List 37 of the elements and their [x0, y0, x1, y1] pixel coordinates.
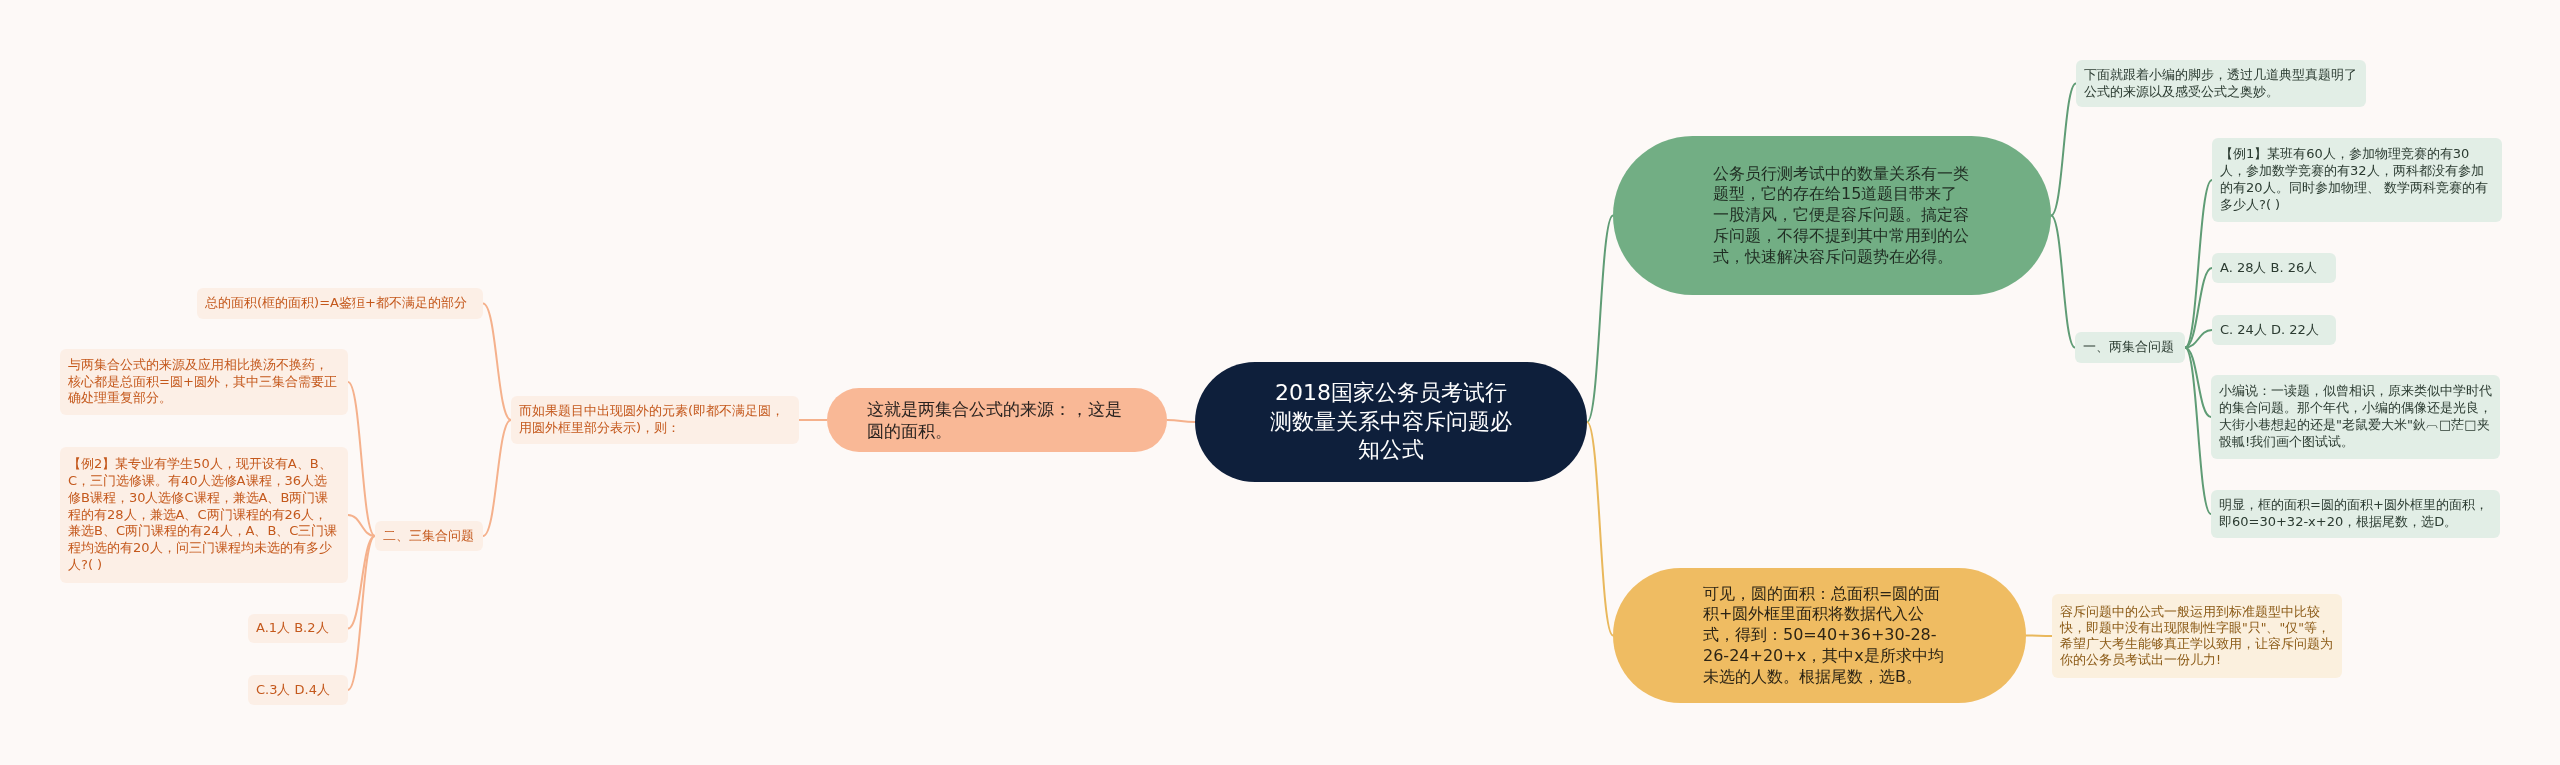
connector [482, 302, 512, 421]
connector [2025, 634, 2053, 637]
text-box: 一、两集合问题 [2075, 332, 2185, 363]
connector [2184, 346, 2212, 418]
connector [1586, 214, 1614, 423]
text-box: 下面就跟着小编的脚步，透过几道典型真题明了公式的来源以及感受公式之奥妙。 [2076, 60, 2366, 107]
connector [347, 381, 376, 537]
topic-pill: 可见，圆的面积：总面积=圆的面积+圆外框里面积将数据代入公式，得到：50=40+36+30-28-26-24+20+x，其中x是所求中均未选的人数。根据尾数，选B。 [1613, 568, 2026, 703]
connector [2184, 179, 2213, 349]
text-box: 总的面积(框的面积)=A鉴狟+都不满足的部分 [197, 288, 483, 319]
topic-pill: 这就是两集合公式的来源：，这是圆的面积。 [827, 388, 1167, 452]
connector [347, 535, 376, 691]
connector [2184, 267, 2213, 349]
text-box: 二、三集合问题 [375, 521, 483, 551]
topic-pill: 公务员行测考试中的数量关系有一类题型，它的存在给15道题目带来了一股清风，它便是容斥问题。搞定容斥问题，不得不提到其中常用到的公式，快速解决容斥问题势在必得。 [1613, 136, 2051, 295]
text-box: C.3人 D.4人 [248, 675, 348, 705]
text-box: A.1人 B.2人 [248, 614, 348, 643]
connector [1166, 419, 1196, 423]
connector [347, 535, 376, 630]
text-box: 【例2】某专业有学生50人，现开设有A、B、C，三门选修课。有40人选修A课程，36人选修B课程，30人选修C课程，兼选A、B两门课程的有28人，兼选A、C两门课程的有26人，兼选B、C两门课程的有24人，A、B、C三门课程均选的有20人，问三门课程均未选的有多少人?( ) [60, 447, 348, 583]
topic-pill: 2018国家公务员考试行测数量关系中容斥问题必知公式 [1195, 362, 1587, 482]
text-box: 与两集合公式的来源及应用相比换汤不换药，核心都是总面积=圆+圆外，其中三集合需要正确处理重复部分。 [60, 349, 348, 415]
connector [798, 419, 828, 421]
text-box: A. 28人 B. 26人 [2212, 253, 2336, 283]
text-box: 而如果题目中出现圆外的元素(即都不满足圆，用圆外框里部分表示)，则： [511, 396, 799, 444]
connector [2050, 82, 2077, 217]
text-box: 容斥问题中的公式一般运用到标准题型中比较快，即题中没有出现限制性字眼"只"、"仅"等，希望广大考生能够真正学以致用，让容斥问题为你的公务员考试出一份儿力! [2052, 594, 2342, 678]
connector [347, 514, 376, 537]
connector [2050, 214, 2076, 349]
text-box: C. 24人 D. 22人 [2212, 315, 2336, 345]
text-box: 【例1】某班有60人，参加物理竞赛的有30人，参加数学竞赛的有32人，两科都没有参加的有20人。同时参加物理、 数学两科竞赛的有多少人?( ) [2212, 138, 2502, 222]
text-box: 明显，框的面积=圆的面积+圆外框里的面积，即60=30+32-x+20，根据尾数，选D。 [2211, 490, 2500, 538]
connector [2184, 346, 2212, 515]
text-box: 小编说：一读题，似曾相识，原来类似中学时代的集合问题。那个年代，小编的偶像还是光良，大街小巷想起的还是"老鼠爱大米"鈥︹□茫□夹骰軱!我们画个图试试。 [2211, 375, 2500, 459]
connector [482, 419, 512, 537]
connector [1586, 421, 1614, 637]
connector [2184, 329, 2213, 349]
